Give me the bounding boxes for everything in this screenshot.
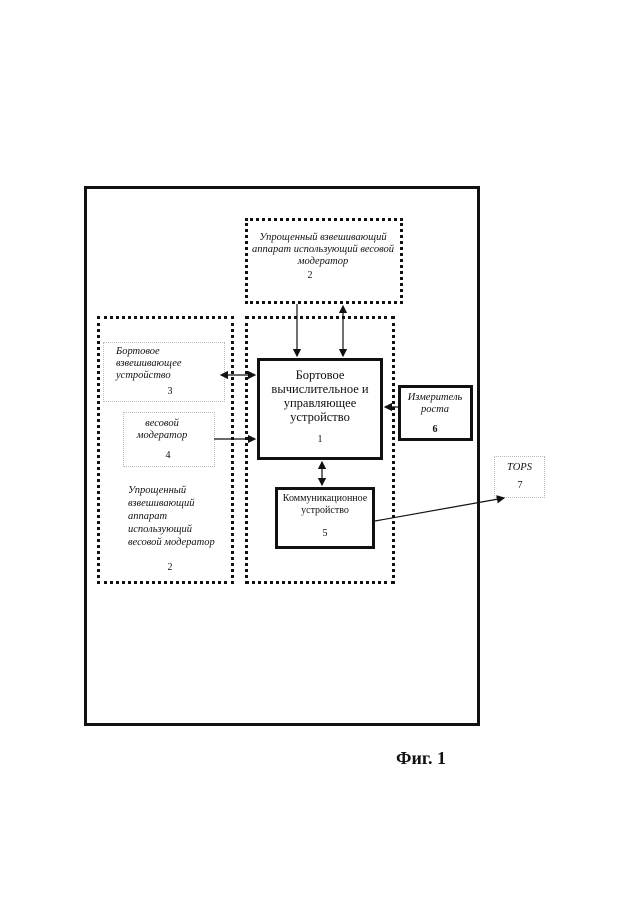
- figure-caption: Фиг. 1: [396, 748, 446, 769]
- arrow-comm-to-tops: [375, 498, 504, 521]
